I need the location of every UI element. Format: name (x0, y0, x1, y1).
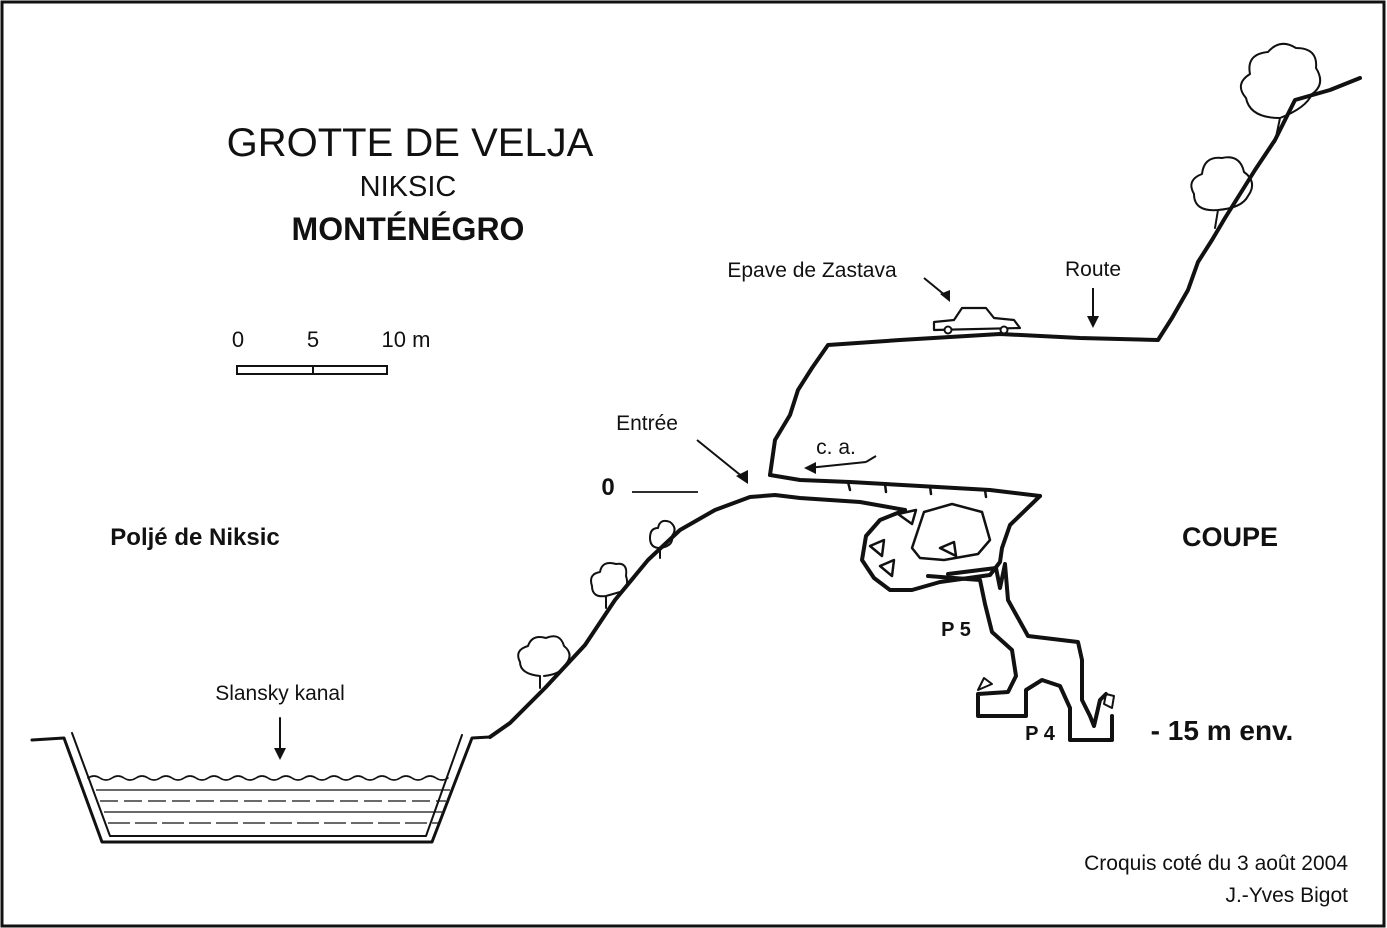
shaft-p5-wall-left (926, 574, 1114, 742)
draught-arrow (804, 455, 877, 474)
cave-title: GROTTE DE VELJA (227, 121, 594, 165)
wreck-label: Epave de Zastava (727, 259, 897, 282)
ceiling-notches (846, 480, 988, 499)
town-name: NIKSIC (360, 171, 457, 203)
datum-zero-label: 0 (601, 474, 614, 501)
canal-label: Slansky kanal (215, 682, 345, 705)
slansky-canal (30, 732, 492, 844)
breakdown-blocks (868, 502, 992, 578)
water-hatching (96, 789, 450, 824)
scale-label-10m: 10 m (382, 327, 431, 352)
wreck-arrow (923, 277, 950, 302)
depth-label: - 15 m env. (1151, 715, 1294, 746)
zastava-wreck (932, 306, 1022, 335)
section-label: COUPE (1182, 522, 1278, 552)
shaft-p4-label: P 4 (1025, 723, 1056, 745)
trees-upper (1190, 42, 1322, 229)
road-profile (768, 76, 1362, 477)
shaft-p5-wall-right (946, 562, 1108, 728)
entrance-arrow (696, 439, 748, 484)
shaft-p5-label: P 5 (941, 619, 971, 641)
water-surface (87, 775, 449, 781)
scale-bar: 0 5 10 m (232, 327, 431, 375)
ground-profile-left (488, 493, 907, 739)
draught-label: c. a. (816, 436, 856, 459)
canal-arrow (274, 717, 286, 760)
country-name: MONTÉNÉGRO (292, 211, 525, 247)
route-label: Route (1065, 258, 1121, 281)
scale-label-0: 0 (232, 327, 244, 352)
bushes-left (517, 519, 676, 689)
scale-label-5: 5 (307, 327, 319, 352)
route-arrow (1087, 288, 1099, 328)
survey-date: Croquis coté du 3 août 2004 (1084, 852, 1348, 875)
shaft-blocks (977, 677, 1115, 709)
entrance-label: Entrée (616, 412, 678, 435)
gallery-floor (860, 494, 1042, 592)
author-name: J.-Yves Bigot (1225, 884, 1348, 907)
polje-label: Poljé de Niksic (110, 524, 279, 551)
